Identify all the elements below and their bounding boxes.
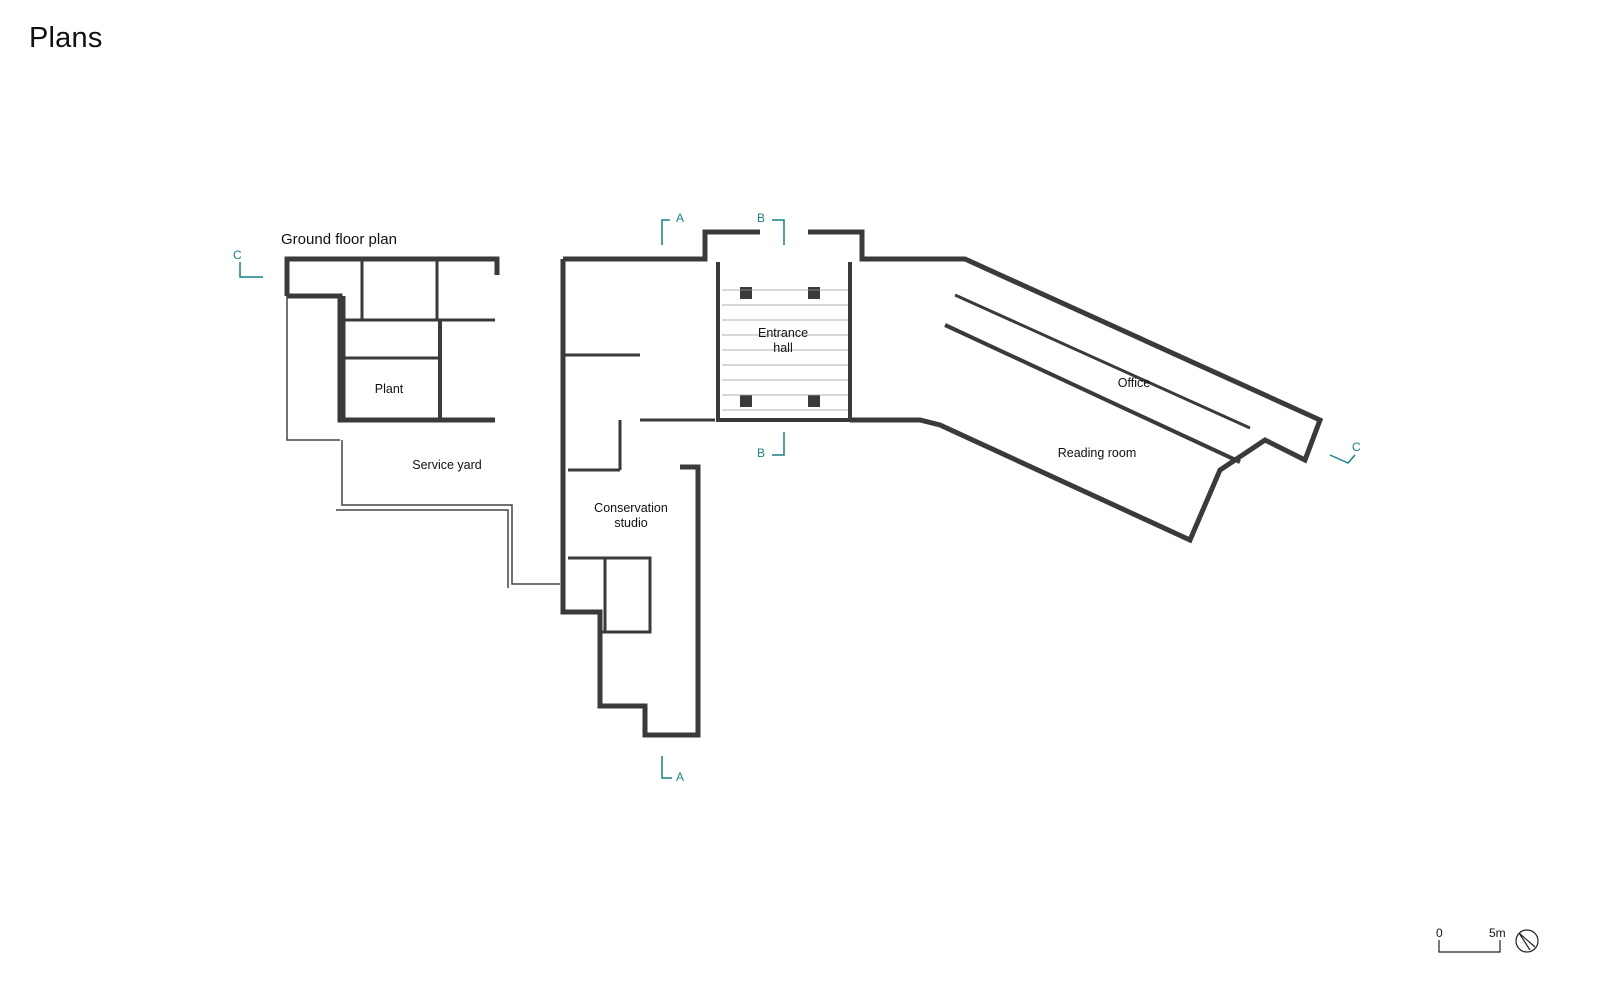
room-label-service-yard: Service yard (412, 458, 482, 472)
entrance-hall-tiles (722, 289, 848, 411)
page-title: Plans (29, 22, 103, 54)
section-marker-c-left: C (233, 248, 242, 262)
section-marker-b-top: B (757, 211, 766, 225)
east-wing-walls (850, 256, 1324, 544)
room-label-entrance-hall: Entrance hall (757, 326, 809, 355)
scale-start-label: 0 (1436, 926, 1443, 940)
room-label-reading-room: Reading room (1057, 446, 1137, 460)
room-label-conservation-studio: Conservation studio (594, 501, 668, 530)
room-label-plant: Plant (374, 382, 404, 396)
scale-end-label: 5m (1489, 926, 1506, 940)
section-markers (239, 219, 1356, 779)
section-marker-a-bottom: A (676, 770, 685, 784)
north-arrow-icon (1515, 929, 1539, 953)
scale-bar (1438, 940, 1501, 953)
room-label-office: Office (1117, 376, 1151, 390)
west-wing-north-wall (284, 256, 500, 296)
service-yard-boundary (286, 296, 560, 588)
central-block-walls (560, 259, 701, 738)
section-marker-b-bottom: B (757, 446, 766, 460)
section-marker-c-right: C (1352, 440, 1361, 454)
section-marker-a-top: A (676, 211, 685, 225)
plan-title: Ground floor plan (281, 231, 397, 248)
